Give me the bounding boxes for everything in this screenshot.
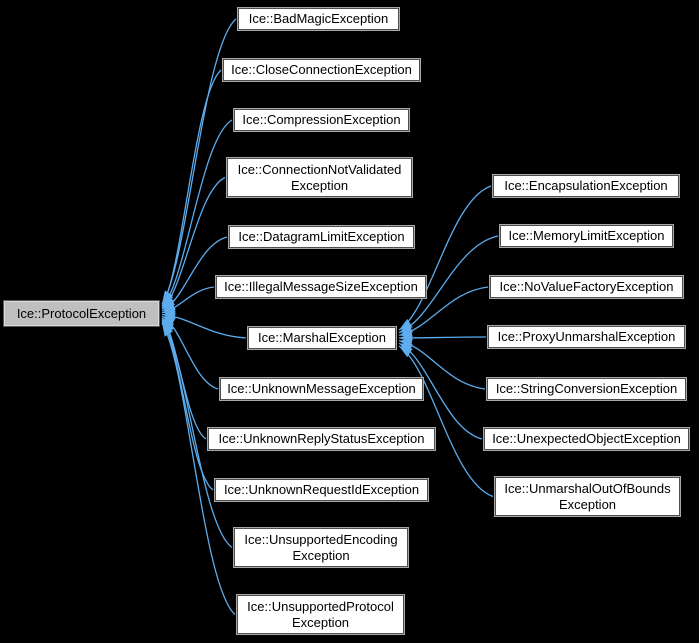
- inheritance-edge-unmarshal-out-of-bounds-exception: [398, 345, 494, 498]
- class-node-proxy-unmarshal-exception[interactable]: Ice::ProxyUnmarshalException: [487, 325, 686, 349]
- class-node-memory-limit-exception[interactable]: Ice::MemoryLimitException: [499, 224, 674, 248]
- class-node-protocol-exception: Ice::ProtocolException: [3, 300, 160, 327]
- inheritance-edge-proxy-unmarshal-exception: [398, 332, 487, 343]
- inheritance-edge-datagram-limit-exception: [161, 236, 228, 312]
- class-node-marshal-exception[interactable]: Ice::MarshalException: [247, 326, 397, 350]
- class-node-illegal-message-size-exception[interactable]: Ice::IllegalMessageSizeException: [215, 275, 427, 299]
- inheritance-edge-unknown-message-exception: [161, 315, 219, 390]
- inheritance-edge-unknown-reply-status-exception: [161, 317, 207, 440]
- class-node-no-value-factory-exception[interactable]: Ice::NoValueFactoryException: [489, 275, 684, 299]
- class-node-unmarshal-out-of-bounds-exception[interactable]: Ice::UnmarshalOutOfBounds Exception: [494, 476, 681, 517]
- inheritance-edge-unsupported-encoding-exception: [161, 320, 233, 549]
- class-node-unexpected-object-exception[interactable]: Ice::UnexpectedObjectException: [483, 427, 690, 451]
- class-node-unsupported-protocol-exception[interactable]: Ice::UnsupportedProtocol Exception: [236, 594, 405, 635]
- class-node-encapsulation-exception[interactable]: Ice::EncapsulationException: [492, 174, 680, 198]
- inheritance-edge-unsupported-protocol-exception: [161, 322, 236, 615]
- class-node-bad-magic-exception[interactable]: Ice::BadMagicException: [237, 7, 400, 31]
- class-node-unsupported-encoding-exception[interactable]: Ice::UnsupportedEncoding Exception: [233, 527, 409, 568]
- class-node-datagram-limit-exception[interactable]: Ice::DatagramLimitException: [228, 225, 415, 249]
- class-node-unknown-reply-status-exception[interactable]: Ice::UnknownReplyStatusException: [207, 427, 436, 451]
- class-node-compression-exception[interactable]: Ice::CompressionException: [233, 108, 410, 132]
- class-node-string-conversion-exception[interactable]: Ice::StringConversionException: [486, 377, 687, 401]
- inheritance-edge-compression-exception: [161, 119, 233, 308]
- inheritance-edge-memory-limit-exception: [398, 235, 499, 334]
- class-node-connection-not-validated-exception[interactable]: Ice::ConnectionNotValidated Exception: [226, 157, 413, 198]
- class-node-close-connection-exception[interactable]: Ice::CloseConnectionException: [222, 58, 421, 82]
- inheritance-edge-marshal-exception: [161, 310, 247, 339]
- inheritance-edge-no-value-factory-exception: [398, 286, 489, 338]
- inheritance-edge-encapsulation-exception: [398, 185, 492, 331]
- class-node-unknown-request-id-exception[interactable]: Ice::UnknownRequestIdException: [214, 478, 429, 502]
- class-node-unknown-message-exception[interactable]: Ice::UnknownMessageException: [219, 377, 424, 401]
- inheritance-edge-close-connection-exception: [161, 69, 222, 307]
- inheritance-edge-connection-not-validated-exception: [161, 176, 226, 310]
